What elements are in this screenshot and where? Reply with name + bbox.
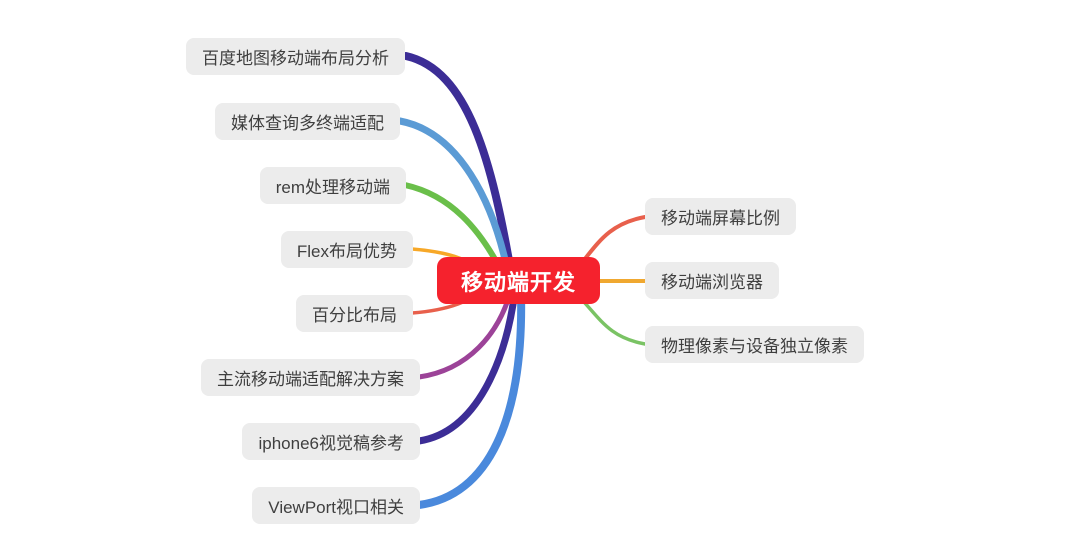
left-branch-line-7: [415, 288, 526, 509]
left-branch-node-baidu-map-layout[interactable]: 百度地图移动端布局分析: [186, 38, 405, 75]
left-branch-node-viewport[interactable]: ViewPort视口相关: [252, 487, 420, 524]
right-branch-node-mobile-browser[interactable]: 移动端浏览器: [645, 262, 779, 299]
left-branch-node-media-query[interactable]: 媒体查询多终端适配: [215, 103, 400, 140]
left-branch-line-6: [415, 287, 519, 445]
left-branch-node-adapt-solutions[interactable]: 主流移动端适配解决方案: [201, 359, 420, 396]
left-branch-line-1: [396, 117, 513, 282]
right-branch-line-2: [582, 300, 647, 346]
right-branch-line-0: [582, 215, 647, 262]
left-branch-node-percent-layout[interactable]: 百分比布局: [296, 295, 413, 332]
right-branch-node-physical-pixels[interactable]: 物理像素与设备独立像素: [645, 326, 864, 363]
left-branch-node-flex[interactable]: Flex布局优势: [280, 231, 413, 268]
right-branch-node-screen-ratio[interactable]: 移动端屏幕比例: [645, 198, 796, 235]
left-branch-node-rem[interactable]: rem处理移动端: [259, 167, 406, 204]
left-branch-line-0: [402, 52, 516, 282]
center-node-mobile-dev[interactable]: 移动端开发: [437, 257, 601, 304]
left-branch-line-5: [416, 287, 514, 380]
left-branch-node-iphone6-draft[interactable]: iphone6视觉稿参考: [242, 423, 420, 460]
